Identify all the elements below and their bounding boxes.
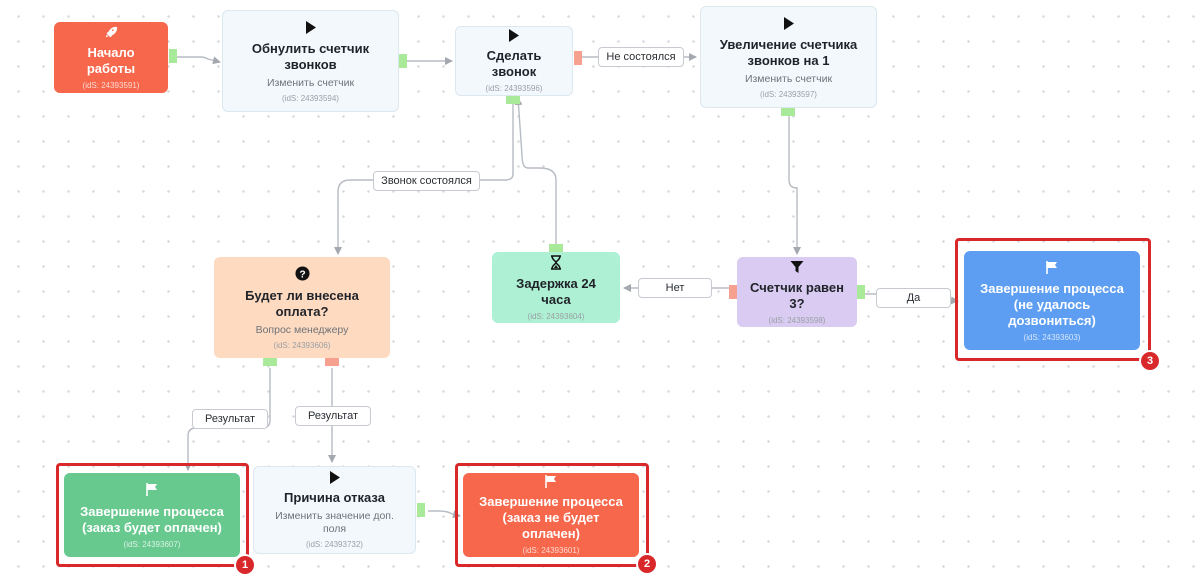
node-title: Завершение процесса (заказ не будет опла… — [479, 494, 623, 541]
node-subtitle: Изменить значение доп. поля — [275, 510, 394, 535]
highlight-box-1 — [56, 463, 249, 567]
output-port-no[interactable] — [729, 285, 737, 299]
input-port[interactable] — [549, 244, 563, 252]
output-port-no[interactable] — [325, 358, 339, 366]
edge-increase-counter — [788, 115, 801, 255]
node-end-failed[interactable]: Завершение процесса (не удалось дозвонит… — [964, 251, 1140, 350]
svg-text:?: ? — [299, 269, 305, 280]
node-id: (idS: 24393597) — [760, 90, 817, 99]
node-id: (idS: 24393606) — [273, 340, 331, 350]
node-subtitle: Изменить счетчик — [744, 73, 833, 85]
edge-label-result-yes: Результат — [192, 409, 268, 429]
output-port[interactable] — [169, 49, 177, 63]
edge-label-no: Нет — [638, 278, 712, 298]
output-port-fail[interactable] — [574, 51, 582, 65]
badge-3: 3 — [1141, 352, 1159, 370]
edge-start-reset — [177, 56, 221, 65]
node-id: (idS: 24393604) — [527, 311, 585, 321]
node-start[interactable]: Начало работы (idS: 24393591) — [54, 22, 168, 93]
node-title: Завершение процесса (заказ будет оплачен… — [80, 503, 224, 535]
output-port[interactable] — [781, 108, 795, 116]
rocket-icon — [104, 25, 118, 39]
node-payment-question[interactable]: ? Будет ли внесена оплата? Вопрос менедж… — [214, 257, 390, 358]
flag-icon — [146, 482, 158, 498]
output-port-yes[interactable] — [857, 285, 865, 299]
node-make-call[interactable]: Сделать звонок (idS: 24393596) — [455, 26, 573, 96]
node-subtitle: Вопрос менеджеру — [255, 323, 349, 336]
node-refusal-reason[interactable]: Причина отказа Изменить значение доп. по… — [253, 466, 416, 554]
node-id: (idS: 24393591) — [82, 81, 140, 90]
edge-reason-end-unpaid — [428, 510, 461, 519]
node-reset-counter[interactable]: Обнулить счетчик звонков Изменить счетчи… — [222, 10, 399, 112]
node-title: Будет ли внесена оплата? — [245, 287, 359, 319]
question-icon: ? — [294, 266, 310, 282]
filter-icon — [790, 260, 804, 274]
node-title: Причина отказа — [284, 490, 385, 505]
node-title: Счетчик равен 3? — [750, 279, 844, 311]
output-port[interactable] — [399, 54, 407, 68]
node-end-paid[interactable]: Завершение процесса (заказ будет оплачен… — [64, 473, 240, 557]
edge-label-call-happened: Звонок состоялся — [373, 171, 480, 191]
play-icon — [329, 471, 341, 484]
hourglass-icon — [550, 254, 562, 270]
node-id: (idS: 24393594) — [282, 94, 339, 103]
output-port[interactable] — [417, 503, 425, 517]
play-icon — [508, 29, 520, 42]
node-title: Завершение процесса (не удалось дозвонит… — [980, 281, 1124, 328]
node-delay[interactable]: Задержка 24 часа (idS: 24393604) — [492, 252, 620, 323]
node-id: (idS: 24393598) — [768, 315, 826, 325]
badge-1: 1 — [236, 556, 254, 574]
node-title: Задержка 24 часа — [516, 275, 596, 307]
node-id: (idS: 24393732) — [306, 540, 363, 549]
play-icon — [305, 19, 317, 35]
node-id: (idS: 24393607) — [123, 539, 181, 549]
node-counter-check[interactable]: Счетчик равен 3? (idS: 24393598) — [737, 257, 857, 327]
node-title: Сделать звонок — [486, 48, 542, 79]
flag-icon — [1046, 259, 1058, 275]
output-port-yes[interactable] — [263, 358, 277, 366]
node-increase-counter[interactable]: Увеличение счетчика звонков на 1 Изменит… — [700, 6, 877, 108]
play-icon — [783, 15, 795, 31]
edge-delay-call — [514, 97, 557, 244]
node-end-unpaid[interactable]: Завершение процесса (заказ не будет опла… — [463, 473, 639, 557]
node-id: (idS: 24393603) — [1023, 333, 1081, 342]
node-title: Обнулить счетчик звонков — [251, 41, 370, 72]
node-subtitle: Изменить счетчик — [266, 77, 355, 89]
node-id: (idS: 24393601) — [522, 546, 580, 555]
node-title: Увеличение счетчика звонков на 1 — [719, 37, 858, 68]
edge-label-yes: Да — [876, 288, 951, 308]
edge-label-result-no: Результат — [295, 406, 371, 426]
highlight-box-3 — [955, 238, 1151, 361]
flag-icon — [545, 475, 557, 488]
node-title: Начало работы — [86, 45, 136, 76]
highlight-box-2 — [455, 463, 649, 567]
output-port-success[interactable] — [506, 96, 520, 104]
node-id: (idS: 24393596) — [485, 84, 543, 93]
edge-label-not-happened: Не состоялся — [598, 47, 684, 67]
badge-2: 2 — [638, 555, 656, 573]
